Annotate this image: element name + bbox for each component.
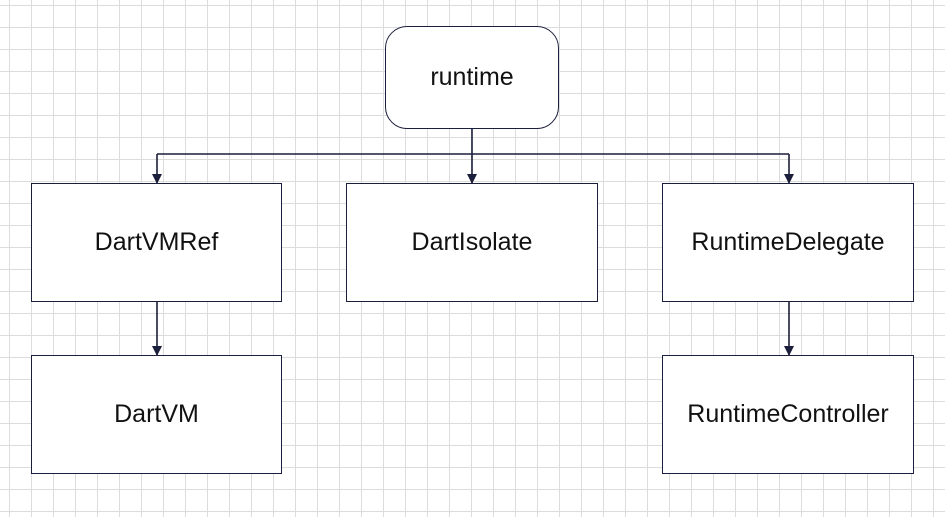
node-dartvm: DartVM bbox=[31, 355, 282, 474]
node-dartvmref-label: DartVMRef bbox=[94, 228, 219, 256]
node-dartisolate: DartIsolate bbox=[346, 183, 598, 302]
node-runtime: runtime bbox=[385, 26, 559, 129]
node-dartisolate-label: DartIsolate bbox=[411, 228, 533, 256]
node-runtimedelegate-label: RuntimeDelegate bbox=[691, 228, 885, 256]
node-runtime-label: runtime bbox=[430, 63, 514, 91]
node-runtimedelegate: RuntimeDelegate bbox=[662, 183, 914, 302]
node-dartvm-label: DartVM bbox=[114, 400, 199, 428]
node-runtimecontroller: RuntimeController bbox=[662, 355, 914, 474]
node-dartvmref: DartVMRef bbox=[31, 183, 282, 302]
node-runtimecontroller-label: RuntimeController bbox=[687, 400, 889, 428]
